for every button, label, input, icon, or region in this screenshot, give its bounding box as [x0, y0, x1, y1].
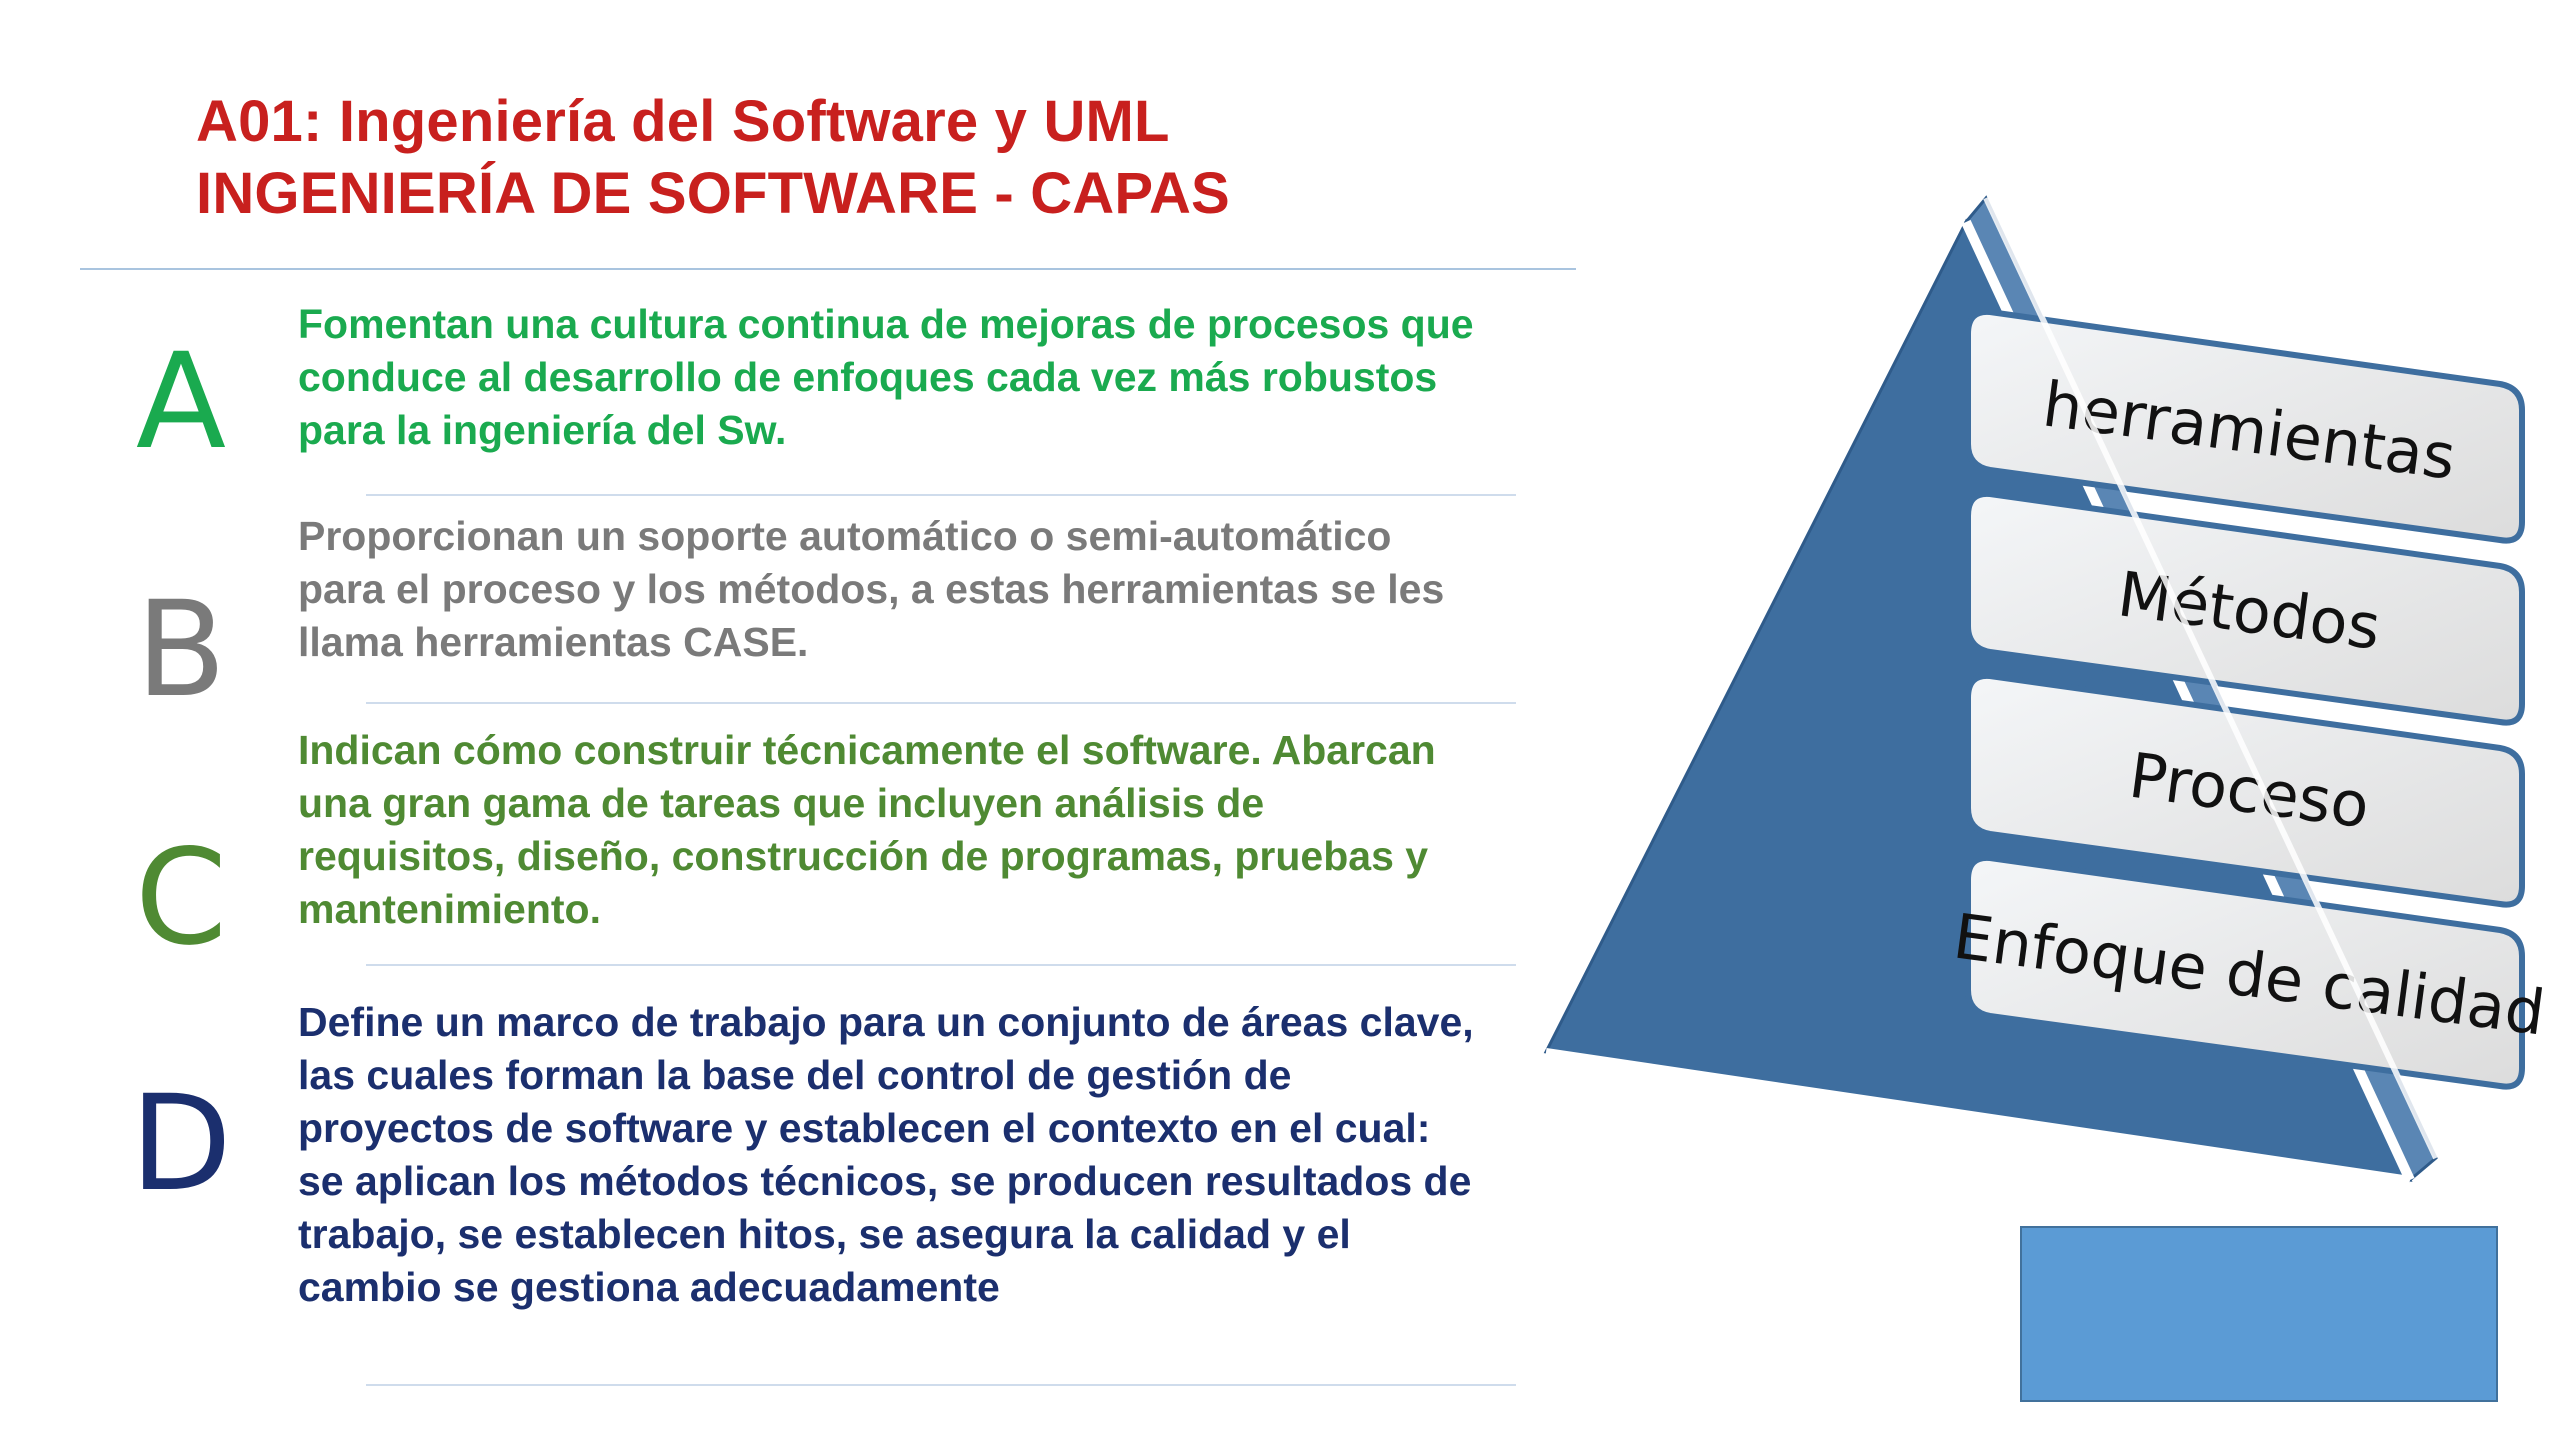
letter-c: C: [134, 821, 228, 975]
letter-b: B: [135, 573, 227, 727]
paragraph-c: Indican cómo construir técnicamente el s…: [298, 727, 1436, 932]
letter-a: A: [135, 325, 227, 479]
separator-3: [366, 964, 1516, 966]
paragraph-d: Define un marco de trabajo para un conju…: [298, 999, 1474, 1310]
title-line-1: A01: Ingeniería del Software y UML: [196, 89, 1170, 154]
separator-1: [366, 494, 1516, 496]
separator-4: [366, 1384, 1516, 1386]
slide-title: A01: Ingeniería del Software y UML INGEN…: [196, 86, 1230, 230]
layer-enfoque-de-calidad: Enfoque de calidad: [1949, 854, 2549, 1090]
layer-metodos: Métodos: [1965, 490, 2525, 726]
separator-2: [366, 702, 1516, 704]
blue-rectangle: [2020, 1226, 2498, 1402]
pyramid-edge-overlay: [1983, 196, 2439, 1160]
title-divider: [80, 268, 1576, 270]
paragraph-a: Fomentan una cultura continua de mejoras…: [298, 301, 1474, 453]
layer-herramientas: herramientas: [1965, 308, 2525, 544]
title-line-2: INGENIERÍA DE SOFTWARE - CAPAS: [196, 161, 1230, 226]
letter-d: D: [130, 1067, 232, 1221]
paragraph-b: Proporcionan un soporte automático o sem…: [298, 513, 1445, 665]
pyramid-base-highlight: [1545, 1048, 2411, 1184]
